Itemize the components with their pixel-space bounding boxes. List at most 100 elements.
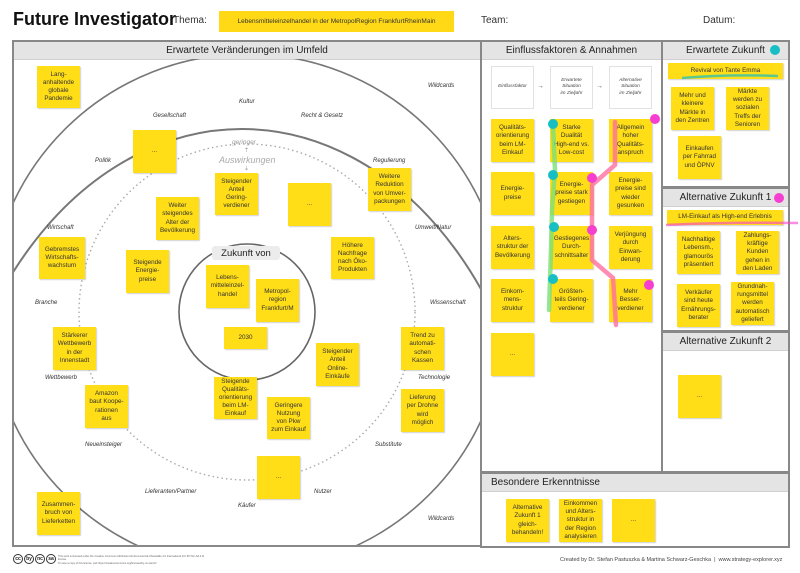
sticky-note[interactable]: ... [491,333,534,376]
category-substitute: Substitute [375,442,402,448]
sticky-note[interactable]: Qualitäts- orientierung beim LM- Einkauf [491,119,534,162]
category-recht: Recht & Gesetz [301,113,344,119]
thema-field[interactable]: Lebensmitteleinzelhandel in der Metropol… [219,11,454,32]
teal-marker-icon [548,274,558,284]
zukunft-von-label: Zukunft von [212,246,280,260]
sticky-note[interactable]: Nachhaltige Lebensm., glamourös präsenti… [677,231,720,274]
sticky-note[interactable]: ... [288,183,331,226]
sticky-note-focus[interactable]: Lebens- mitteleinzel- handel [206,265,249,308]
sticky-note[interactable]: Energie- preise sind wieder gesunken [609,172,652,215]
teal-marker-icon [548,170,558,180]
credit-text: Created by Dr. Stefan Pastuszka & Martin… [560,557,783,563]
impact-low-label: geringer [232,139,256,146]
teal-marker-icon [770,45,780,55]
category-kultur: Kultur [239,99,255,105]
category-wildcards-top: Wildcards [428,83,455,89]
license-line-1: This work is licensed under the Creative… [58,555,205,562]
sticky-note[interactable]: Höhere Nachfrage nach Öko- Produkten [331,237,374,279]
sticky-note[interactable]: ... [257,456,300,499]
col-head-erwartet: Erwartete Situation im Zieljahr [550,66,593,109]
app-title: Future Investigator [13,9,177,29]
sticky-note[interactable]: Stärkerer Wettbewerb in der Innenstadt [53,327,96,370]
category-neueinsteiger: Neueinsteiger [85,442,123,448]
sticky-note[interactable]: Alternative Zukunft 1 gleich- behandeln! [506,499,549,542]
scenario-paths [546,119,619,328]
cc-icon: cc [13,554,23,564]
license-badge[interactable]: cc by nc sa [13,554,57,564]
pink-marker-icon [644,280,654,290]
sticky-note[interactable]: Amazon baut Koope- rationen aus [85,385,128,428]
sticky-note[interactable]: Einkaufen per Fahrrad und ÖPNV [678,136,721,179]
sticky-note[interactable]: Zusammen- bruch von Lieferketten [37,492,80,535]
erwartete-zukunft-title: Erwartete Zukunft [663,42,788,60]
sticky-note[interactable]: ... [612,499,655,542]
umfeld-title: Erwartete Veränderungen im Umfeld [14,42,480,60]
category-wildcards-bottom: Wildcards [428,516,455,522]
col-head-alternativ: Alternative Situation im Zieljahr [609,66,652,109]
sticky-note[interactable]: Weiter steigendes Alter der Bevölkerung [156,197,199,240]
sticky-note[interactable]: Größten- teils Gering- verdiener [550,279,593,322]
teal-underline [681,74,779,80]
sticky-note[interactable]: Alters- struktur der Bevölkerung [491,226,534,269]
pink-marker-icon [587,173,597,183]
sticky-note[interactable]: Energie- preise [491,172,534,215]
arrow-up-icon: ⇡ [244,148,250,154]
col-head-einflussfaktor: Einflussfaktor [491,66,534,109]
category-wettbewerb: Wettbewerb [45,375,77,381]
category-gesellschaft: Gesellschaft [153,113,187,119]
alternative-2-title: Alternative Zukunft 2 [663,333,788,351]
sticky-note[interactable]: Energie- preise stark gestiegen [550,172,593,215]
category-wissenschaft: Wissenschaft [430,300,466,306]
teal-marker-icon [548,119,558,129]
pink-marker-icon [650,114,660,124]
sticky-note[interactable]: Einkommen und Alters- struktur in der Re… [559,499,602,542]
category-kaeufer: Käufer [238,503,256,509]
pink-underline [665,221,799,227]
datum-label: Datum: [703,15,736,26]
category-umwelt: Umwelt/Natur [415,225,452,231]
sticky-note[interactable]: Gestiegenes Durch- schnittsalter [550,226,593,269]
alternative-1-title: Alternative Zukunft 1 [663,189,788,207]
scenario-headline[interactable]: LM-Einkauf als High-end Erlebnis [667,210,783,225]
category-lieferanten: Lieferanten/Partner [145,489,197,495]
sticky-note[interactable]: Zahlungs- kräftige Kunden gehen in den L… [736,231,779,274]
sticky-note[interactable]: ... [678,375,721,418]
category-technologie: Technologie [418,375,451,381]
sticky-note[interactable]: Lang- anhaltende globale Pandemie [37,66,80,108]
sticky-note-region[interactable]: Metropol- region Frankfurt/M [256,279,299,322]
sticky-note[interactable]: Märkte werden zu sozialen Treffs der Sen… [726,87,769,130]
sticky-note[interactable]: ... [133,130,176,173]
sticky-note[interactable]: Gebremstes Wirtschafts- wachstum [39,237,85,279]
teal-marker-icon [549,222,559,232]
category-regulierung: Regulierung [373,158,406,164]
category-politik: Politik [95,158,112,164]
by-icon: by [24,554,34,564]
erkenntnisse-title: Besondere Erkenntnisse [482,474,788,492]
alternative-2-panel: Alternative Zukunft 2 [661,331,790,473]
sticky-note[interactable]: Verjüngung durch Einwan- derung [609,226,652,269]
impact-label: Auswirkungen [219,155,276,165]
sticky-note[interactable]: Geringere Nutzung von Pkw zum Einkauf [267,397,310,439]
category-branche: Branche [35,300,58,306]
sticky-note[interactable]: Einkom- mens- struktur [491,279,534,322]
arrow-right-icon: → [596,83,603,90]
sticky-note[interactable]: Steigende Energie- preise [126,250,169,293]
pink-marker-icon [587,225,597,235]
sticky-note[interactable]: Verkäufer sind heute Ernährungs- berater [677,284,720,327]
umfeld-panel: Erwartete Veränderungen im Umfeld [12,40,482,547]
sticky-note[interactable]: Lieferung per Drohne wird möglich [401,389,444,432]
sticky-note[interactable]: Trend zu automati- schen Kassen [401,327,444,370]
thema-label: Thema: [173,15,207,26]
sticky-note[interactable]: Grundnah- rungsmittel werden automatisch… [731,282,774,325]
category-wirtschaft: Wirtschaft [47,225,74,231]
sticky-note[interactable]: Steigende Qualitäts- orientierung beim L… [214,377,257,419]
umfeld-circles [14,128,480,290]
license-text: This work is licensed under the Creative… [58,555,208,565]
sticky-note[interactable]: Steigender Anteil Online- Einkäufe [316,343,359,386]
sticky-note[interactable]: Mehr und kleinere Märkte in den Zentren [671,87,714,130]
sticky-note-year[interactable]: 2030 [224,327,267,349]
sticky-note[interactable]: Weitere Reduktion von Umver- packungen [368,168,411,211]
pink-marker-icon [774,193,784,203]
einfluss-title: Einflussfaktoren & Annahmen [482,42,661,60]
sticky-note[interactable]: Steigender Anteil Gering- verdiener [215,173,258,215]
